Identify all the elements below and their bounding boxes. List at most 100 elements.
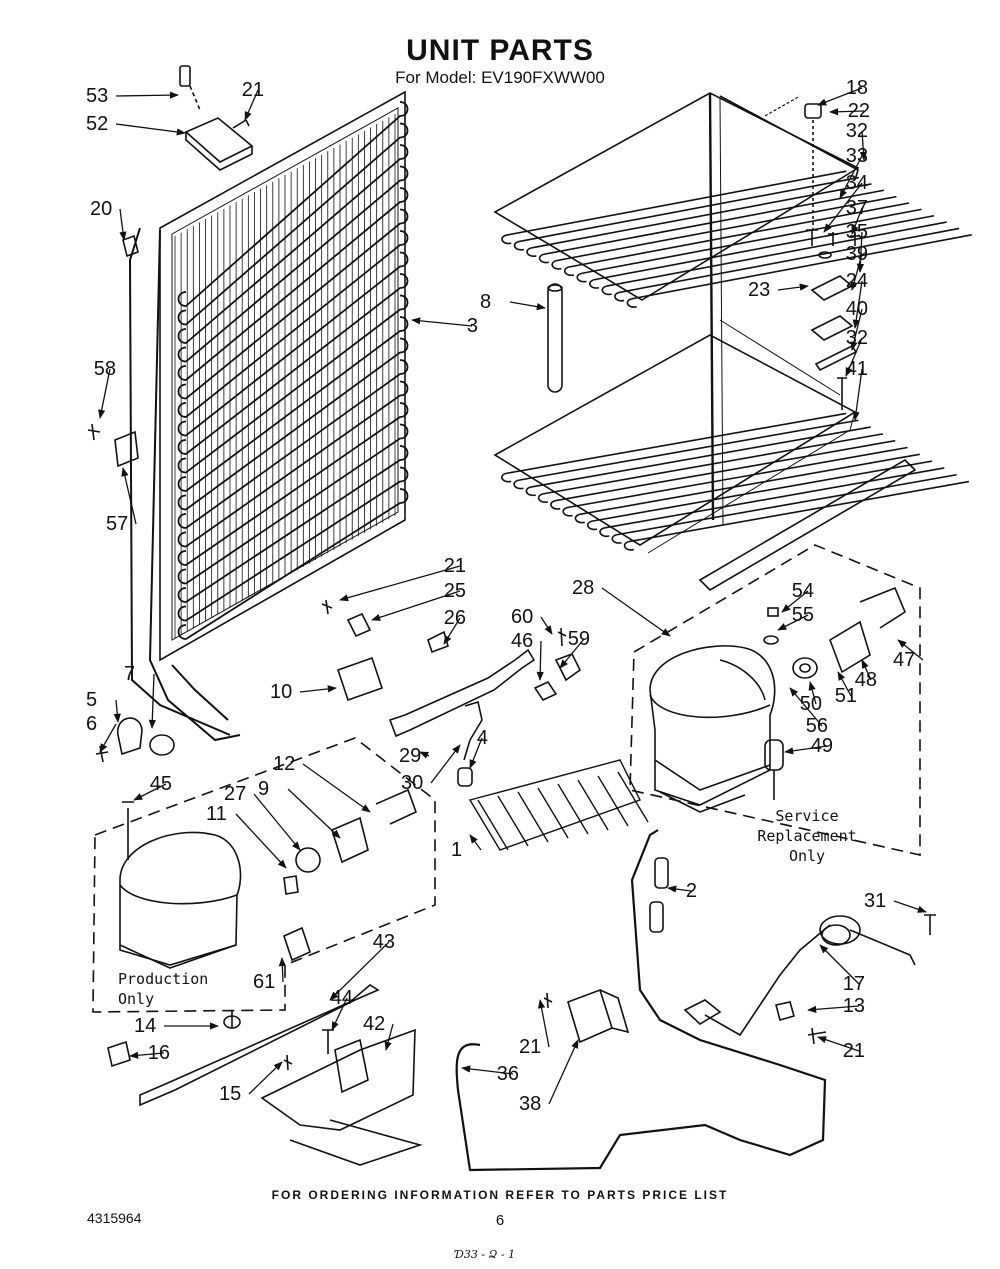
callout-leader-line [287,788,341,839]
grommet-parts-5-6-7 [95,717,175,763]
callout-leader-line [829,108,865,116]
callout-leader-line [839,155,863,199]
callout-label: 20 [90,198,112,220]
callout-leader-line [789,687,823,727]
callout-leader-line [331,997,348,1031]
callout-leader-line [859,130,868,161]
callout-leader-line [371,590,461,621]
callout-leader-line [115,91,179,99]
callout-label: 46 [511,630,533,652]
callout-label: 23 [748,279,770,301]
callout-leader-line [384,1023,394,1051]
callout-label: 21 [242,79,264,101]
callout-label: 21 [444,555,466,577]
callout-label: 50 [800,693,822,715]
callout-label: 18 [846,77,868,99]
callout-leader-line [856,231,865,273]
callout-label: 13 [843,995,865,1017]
callout-leader-line [861,659,872,681]
callout-label: 54 [792,580,814,602]
callout-label: 40 [846,298,868,320]
callout-label: 1 [451,839,462,861]
callout-leader-line [897,639,924,661]
callout-label: 32 [846,327,868,349]
callout-leader-line [540,616,553,635]
callout-leader-line [537,999,550,1048]
callout-leader-line [461,1065,514,1075]
callout-label: 60 [511,606,533,628]
callout-label: 6 [86,713,97,735]
ordering-footer: FOR ORDERING INFORMATION REFER TO PARTS … [271,1188,729,1202]
lower-evaporator-drawing [493,319,970,554]
callout-label: 51 [835,685,857,707]
page-number: 6 [495,1212,505,1229]
drier-part-29-26 [388,630,536,761]
callout-leader-line [443,617,461,645]
callout-leader-line [667,885,692,893]
callout-label: 61 [253,971,275,993]
callout-label: 9 [258,778,269,800]
handwritten-stamp: Ɗ33 - Ձ - 1 [455,1248,516,1261]
clip-part-20 [122,234,139,258]
callout-label: 44 [331,987,353,1009]
callout-leader-line [235,813,287,869]
callout-leader-line [852,280,863,329]
callout-leader-line [808,681,817,705]
clip-part-13 [775,1001,827,1045]
callout-label: 36 [497,1063,519,1085]
callout-label: 42 [363,1013,385,1035]
production-compressor-drawing [92,737,436,1029]
callout-label: 49 [811,735,833,757]
service-note-line2: Only [788,847,826,865]
callout-leader-line [253,793,301,851]
callout-label: 8 [480,291,491,313]
callout-label: 45 [150,773,172,795]
callout-label: 47 [893,649,915,671]
callout-label: 29 [399,745,421,767]
callout-leader-line [411,317,473,327]
callout-leader-line [115,123,186,136]
callout-leader-line [536,640,544,681]
callout-leader-line [129,1051,165,1059]
callout-leader-line [430,744,461,784]
callout-leader-line [777,283,809,291]
callout-leader-line [781,590,809,613]
callout-label: 22 [848,100,870,122]
callout-label: 34 [846,172,868,194]
grommet-part-22 [804,103,822,230]
tube-part-36 [455,829,827,1172]
callout-leader-line [98,368,111,419]
callout-label: 55 [792,604,814,626]
callout-label: 21 [519,1036,541,1058]
callout-leader-line [244,89,259,121]
callout-leader-line [777,614,809,631]
callout-label: 28 [572,577,594,599]
callout-label: 56 [806,715,828,737]
callout-leader-line [113,699,121,723]
callout-label: 21 [843,1040,865,1062]
callout-leader-line [339,565,461,602]
callout-label: 25 [444,580,466,602]
tube-part-4 [457,767,473,787]
callout-label: 32 [846,120,868,142]
callout-label: 59 [568,628,590,650]
callout-label: 58 [94,358,116,380]
terminal-block-part-38 [543,988,630,1044]
relay-parts-25-10 [321,599,384,702]
callout-leader-line [819,944,860,985]
callout-leader-line [99,723,117,753]
production-note-line1: Production [118,970,209,988]
callout-label: 4 [477,727,488,749]
callout-leader-line [851,207,863,235]
callout-label: 26 [444,607,466,629]
base-plate-drawing [107,984,423,1166]
callout-label: 48 [855,669,877,691]
callout-leader-line [548,1039,579,1105]
callout-leader-line [299,685,337,693]
power-cord-part-17 [683,914,936,1037]
tube-part-8 [547,283,563,393]
bracket-part-57 [87,423,139,468]
callout-label: 33 [846,145,868,167]
callout-leader-line [302,763,371,813]
